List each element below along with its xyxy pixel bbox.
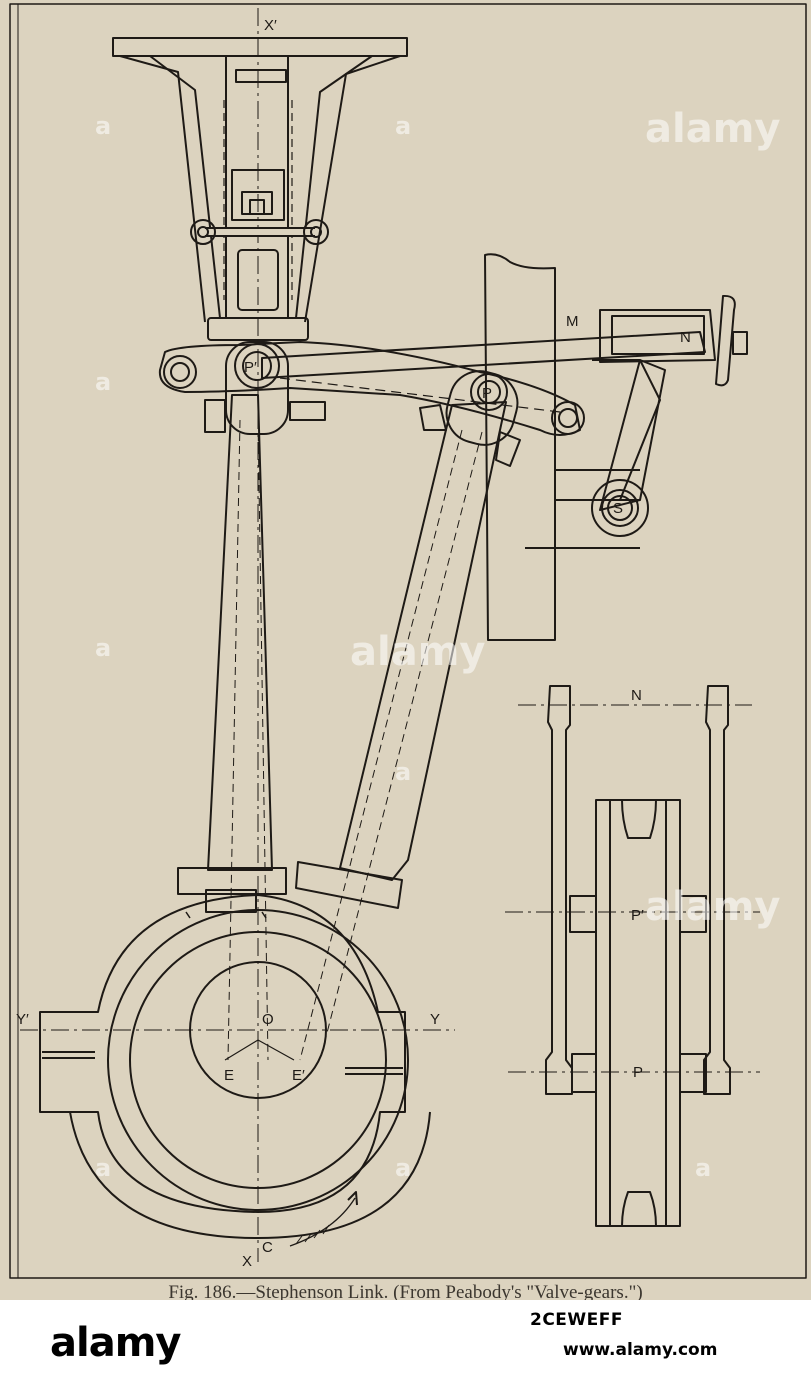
- rotation-arrow: [289, 1191, 358, 1247]
- figure-caption: Fig. 186.—Stephenson Link. (From Peabody…: [168, 1282, 643, 1300]
- diagram-labels: X′ X C Y′ Y M N P′ P S O E E′ N P′ P: [16, 17, 691, 1270]
- link-bar: [261, 294, 748, 387]
- watermark-mark-6: a: [95, 1154, 111, 1182]
- label-c: C: [262, 1239, 273, 1256]
- watermark-mark-7: a: [395, 1154, 411, 1182]
- label-y-prime: Y′: [16, 1011, 29, 1028]
- alamy-logo: alamy: [50, 1320, 181, 1366]
- watermark-top-right: alamy: [645, 106, 780, 152]
- eccentric-rod-forward: [204, 341, 326, 1061]
- stock-footer: alamy 2CEWEFF www.alamy.com: [0, 1300, 811, 1390]
- watermark-mark-5: a: [95, 634, 111, 662]
- link-side-view: [505, 685, 760, 1227]
- label-x: X: [242, 1253, 252, 1270]
- eccentric-strap: [39, 867, 431, 1239]
- watermark-mark-1: a: [95, 112, 111, 140]
- label-y: Y: [430, 1011, 440, 1028]
- plate-border: [9, 3, 807, 1279]
- stephenson-link-drawing: alamy alamy alamy a a a a a a a a X′ X C…: [9, 3, 807, 1279]
- watermark-mark-2: a: [395, 112, 411, 140]
- watermark-side: alamy: [645, 884, 780, 930]
- valve-rod-guide: [112, 37, 408, 341]
- label-n-side: N: [631, 687, 642, 704]
- label-m: M: [566, 313, 579, 330]
- label-p-side: P: [633, 1064, 643, 1081]
- label-p-prime-side: P′: [631, 907, 644, 924]
- label-s: S: [613, 500, 623, 517]
- diagram-plate: alamy alamy alamy a a a a a a a a X′ X C…: [0, 0, 811, 1300]
- site-url[interactable]: www.alamy.com: [563, 1340, 718, 1360]
- rocker-arm: [591, 359, 666, 537]
- label-e-prime: E′: [292, 1067, 305, 1084]
- image-id: 2CEWEFF: [530, 1310, 624, 1330]
- link-body: [158, 341, 585, 436]
- watermark-center: alamy: [350, 629, 485, 675]
- watermark-mark-8: a: [695, 1154, 711, 1182]
- label-p: P: [482, 385, 492, 402]
- label-e: E: [224, 1067, 234, 1084]
- eccentric-rod-backward: [295, 370, 521, 1061]
- watermark-mark-4: a: [395, 758, 411, 786]
- watermark: alamy alamy alamy a a a a a a a a: [95, 106, 780, 1182]
- label-x-prime: X′: [264, 17, 277, 34]
- label-o: O: [262, 1011, 274, 1028]
- watermark-mark-3: a: [95, 368, 111, 396]
- label-n: N: [680, 329, 691, 346]
- label-p-prime: P′: [244, 359, 257, 376]
